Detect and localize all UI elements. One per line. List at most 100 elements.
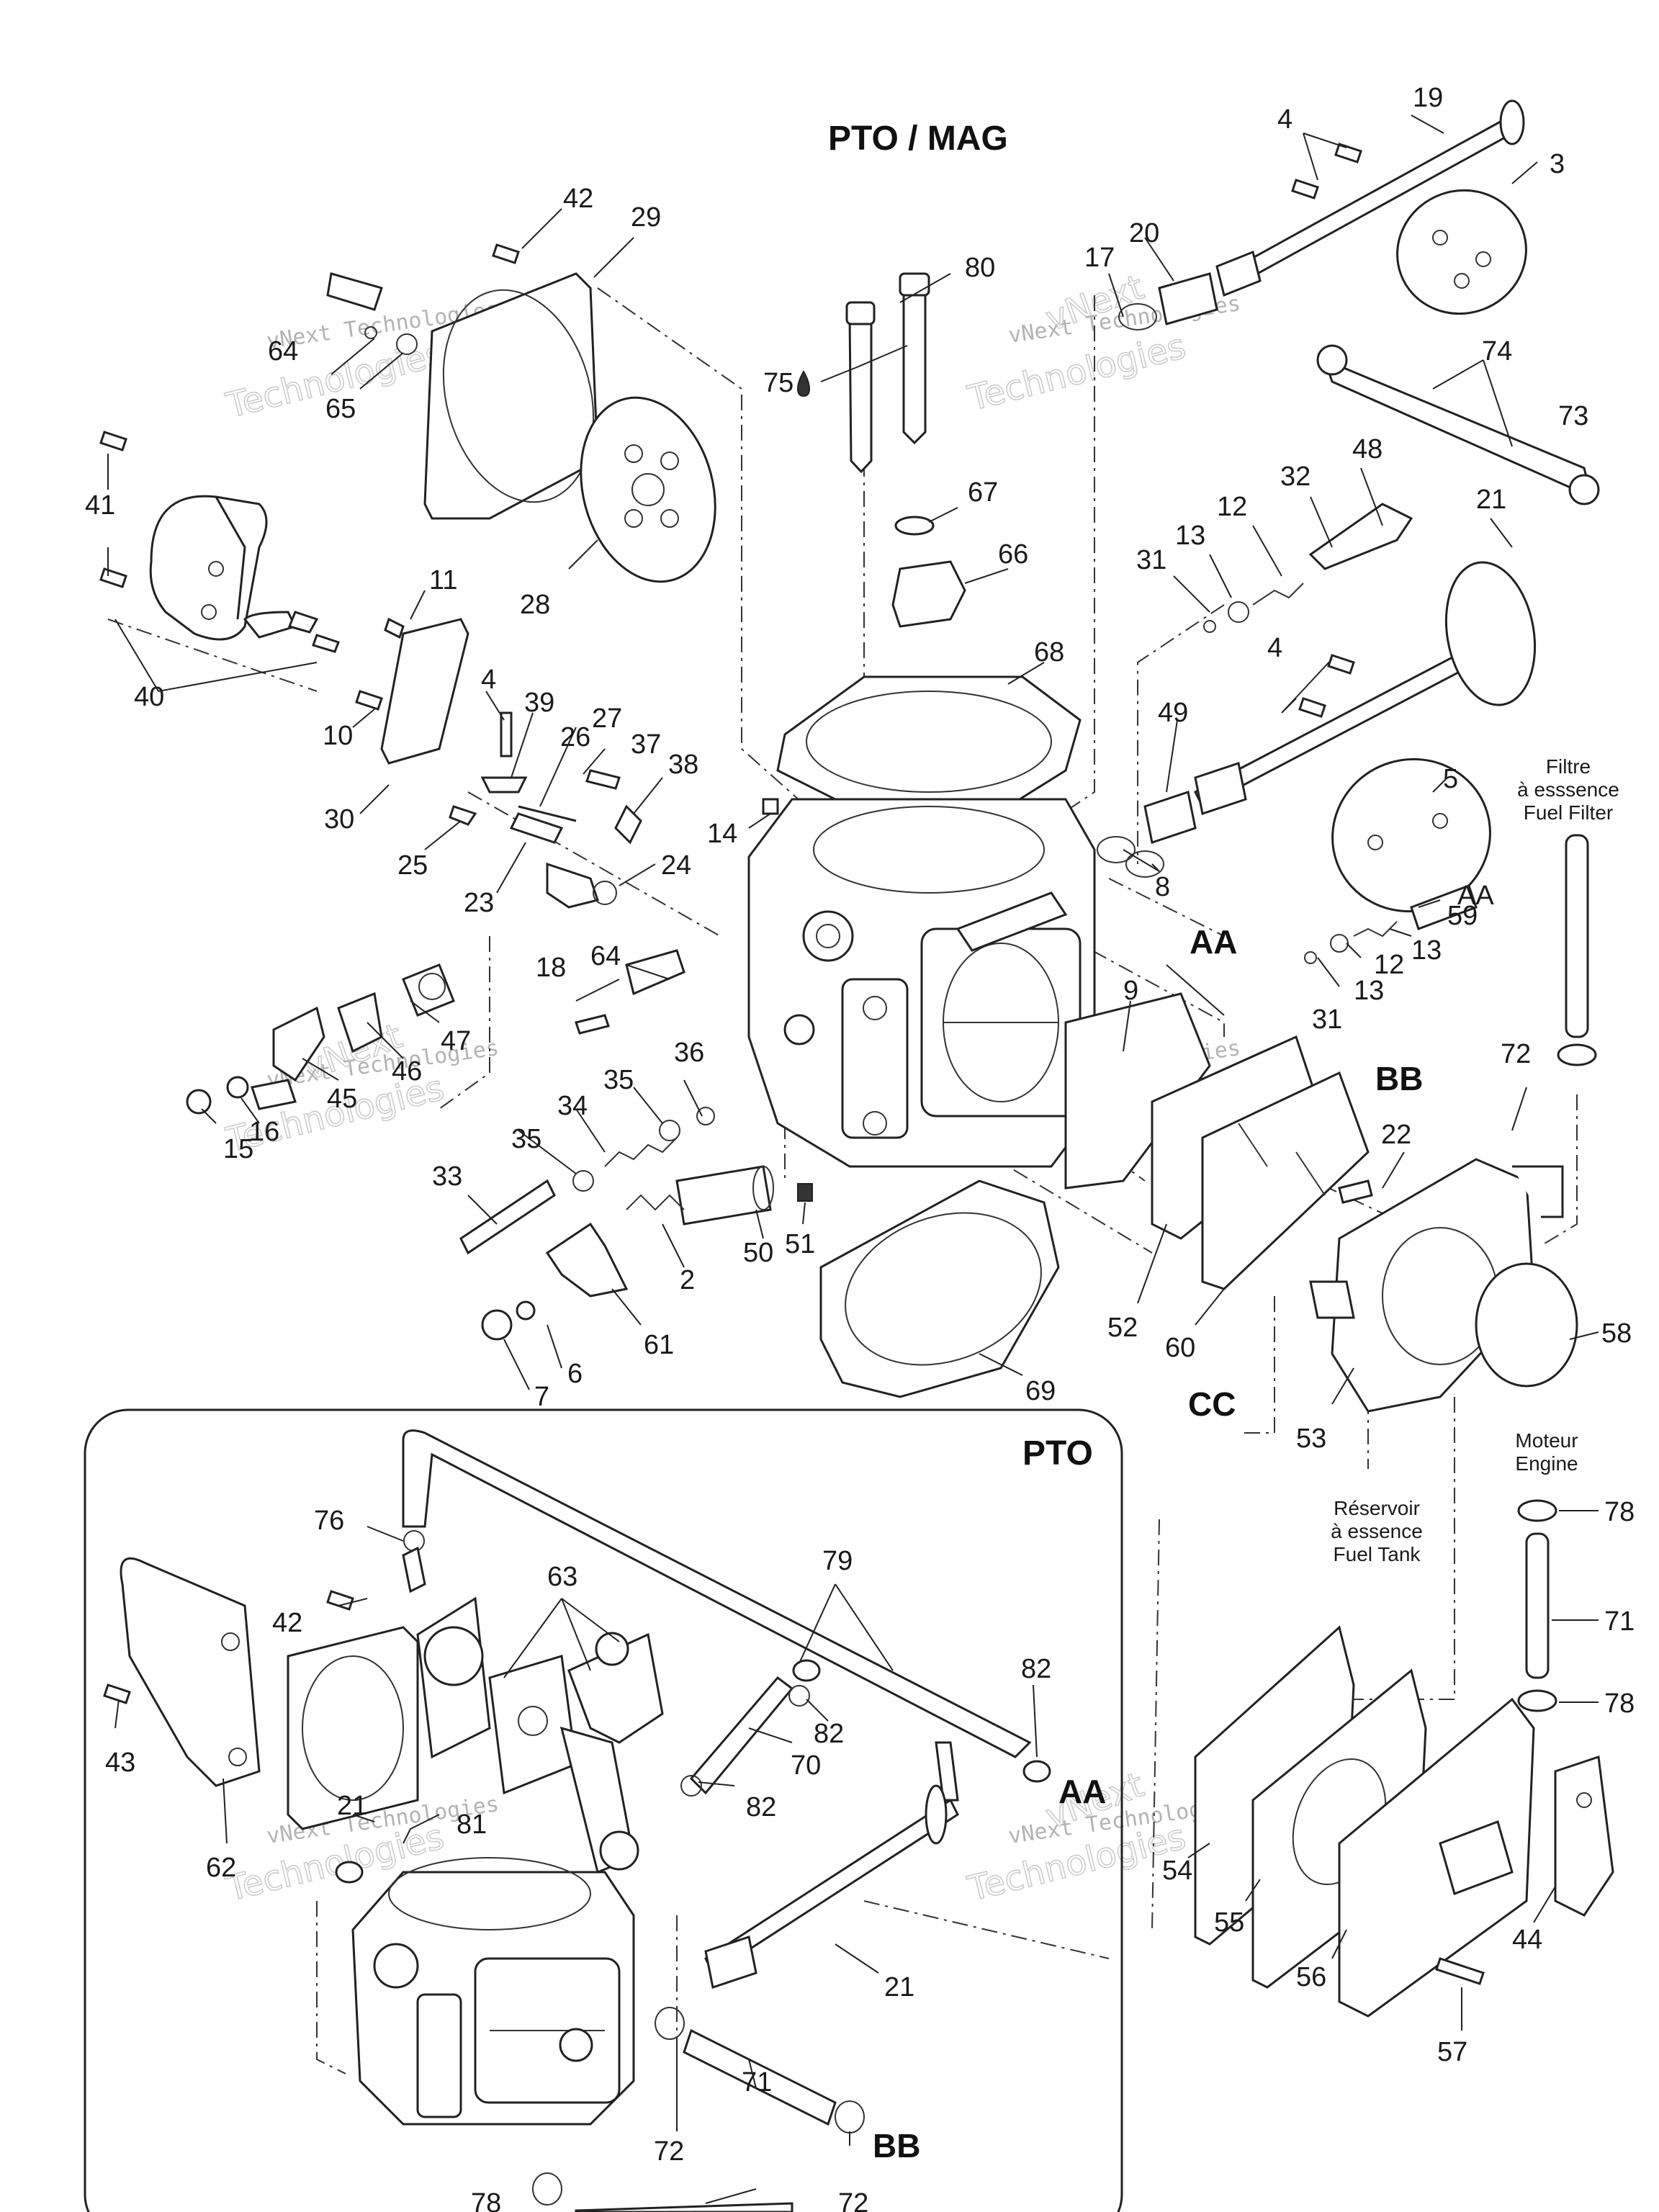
callout: 26 bbox=[560, 722, 590, 752]
callout: 59 bbox=[1447, 901, 1478, 931]
callout: 15 bbox=[223, 1134, 253, 1164]
svg-text:Engine: Engine bbox=[1515, 1452, 1578, 1475]
part-inset-assembly bbox=[103, 1429, 1051, 2212]
callout: 43 bbox=[105, 1748, 135, 1778]
callout: 54 bbox=[1162, 1856, 1192, 1886]
svg-text:à essence: à essence bbox=[1331, 1520, 1423, 1542]
callout: 13 bbox=[1411, 935, 1442, 966]
callout: 64 bbox=[268, 336, 298, 367]
note-fuel-tank: Réservoir à essence Fuel Tank bbox=[1331, 1497, 1423, 1565]
callout: 58 bbox=[1601, 1318, 1632, 1349]
pto-inset-frame bbox=[84, 1408, 1123, 2212]
callout: 74 bbox=[1482, 336, 1512, 367]
fuel-drop-icon bbox=[796, 369, 811, 397]
note-fuel-filter: Filtre à esssence Fuel Filter bbox=[1517, 755, 1619, 824]
svg-text:Moteur: Moteur bbox=[1515, 1429, 1578, 1452]
callout: 34 bbox=[557, 1091, 588, 1121]
callout: 66 bbox=[998, 539, 1028, 570]
callout: 78 bbox=[1604, 1497, 1635, 1527]
callout: 21 bbox=[1476, 485, 1506, 515]
callout: 33 bbox=[432, 1161, 462, 1192]
part-pump-cover-lower bbox=[1194, 1499, 1614, 2018]
callout: 42 bbox=[563, 184, 593, 214]
part-carburetor-body bbox=[747, 272, 1096, 1398]
callout: 56 bbox=[1296, 1962, 1326, 1992]
callout: 38 bbox=[668, 750, 698, 780]
callout: 37 bbox=[631, 729, 661, 760]
part-diaphragm-gasket bbox=[326, 243, 716, 583]
callout: 35 bbox=[603, 1065, 634, 1095]
callout: 28 bbox=[520, 590, 550, 620]
callout: 31 bbox=[1312, 1004, 1342, 1035]
callout: 82 bbox=[814, 1719, 844, 1749]
callout: 82 bbox=[1021, 1654, 1051, 1684]
callout: 73 bbox=[1558, 401, 1588, 431]
callout: 71 bbox=[1604, 1606, 1635, 1637]
callout: 5 bbox=[1443, 764, 1458, 794]
callout: 65 bbox=[325, 394, 356, 424]
part-spring-lever bbox=[481, 1165, 813, 1341]
callout: 79 bbox=[822, 1546, 853, 1576]
callout: 39 bbox=[524, 688, 554, 718]
ref-bb-top: BB bbox=[1375, 1060, 1423, 1097]
inset-title: PTO bbox=[1022, 1434, 1093, 1473]
callout: 75 bbox=[763, 368, 793, 398]
callout: 76 bbox=[314, 1506, 344, 1536]
svg-text:Réservoir: Réservoir bbox=[1334, 1497, 1420, 1519]
callout: 69 bbox=[1025, 1376, 1056, 1406]
leader-lines bbox=[107, 114, 1599, 2204]
callout: 82 bbox=[746, 1792, 776, 1822]
callout: 7 bbox=[534, 1382, 549, 1412]
callout: 72 bbox=[654, 2136, 684, 2167]
ref-aa-inset: AA bbox=[1058, 1773, 1106, 1810]
part-cover-40 bbox=[99, 431, 340, 653]
note-engine: Moteur Engine bbox=[1515, 1429, 1578, 1475]
watermark-text: Technologies bbox=[963, 326, 1190, 419]
part-pump-gaskets bbox=[1064, 992, 1370, 1290]
callout: 4 bbox=[1277, 104, 1292, 135]
callout: 51 bbox=[785, 1229, 815, 1259]
callout: 13 bbox=[1354, 976, 1384, 1006]
callout: 20 bbox=[1129, 218, 1159, 248]
ref-bb-inset: BB bbox=[873, 2127, 920, 2164]
part-lever-assembly bbox=[186, 949, 685, 1115]
callout: 49 bbox=[1158, 698, 1188, 728]
callout: 8 bbox=[1155, 872, 1170, 902]
callout: 42 bbox=[272, 1608, 302, 1638]
callout: 47 bbox=[441, 1026, 471, 1056]
callout: 4 bbox=[481, 665, 496, 695]
callout: 63 bbox=[547, 1562, 577, 1592]
callout: 41 bbox=[85, 490, 115, 521]
callout: 55 bbox=[1214, 1907, 1244, 1938]
callout: 18 bbox=[536, 953, 566, 983]
callout: 48 bbox=[1352, 434, 1382, 464]
callout: 64 bbox=[590, 941, 621, 971]
callout: 31 bbox=[1136, 545, 1166, 575]
part-fuel-pump bbox=[1309, 1158, 1578, 1413]
callout: 14 bbox=[707, 819, 737, 849]
ref-cc: CC bbox=[1188, 1385, 1236, 1423]
ref-aa-top: AA bbox=[1190, 923, 1237, 961]
callout: 36 bbox=[674, 1038, 704, 1068]
part-mixture-screw bbox=[459, 1107, 715, 1255]
callout: 4 bbox=[1267, 633, 1282, 663]
callout: 29 bbox=[631, 202, 661, 233]
callout: 70 bbox=[791, 1750, 821, 1781]
part-bracket-30 bbox=[355, 617, 469, 765]
callout: 50 bbox=[743, 1238, 773, 1268]
callout: 22 bbox=[1381, 1120, 1411, 1150]
callout: 80 bbox=[965, 253, 995, 283]
main-title: PTO / MAG bbox=[828, 120, 1008, 158]
callout: 21 bbox=[884, 1972, 914, 2002]
callout: 12 bbox=[1217, 492, 1247, 522]
callout: 62 bbox=[206, 1853, 236, 1883]
callout: 2 bbox=[680, 1265, 695, 1295]
callout: 67 bbox=[968, 477, 998, 508]
svg-text:à esssence: à esssence bbox=[1517, 778, 1619, 801]
callout: 16 bbox=[249, 1117, 279, 1147]
callout: 57 bbox=[1437, 2037, 1467, 2067]
callout: 44 bbox=[1512, 1925, 1542, 1955]
callout: 6 bbox=[567, 1359, 583, 1389]
callout: 71 bbox=[742, 2067, 772, 2098]
callout: 25 bbox=[397, 850, 428, 881]
